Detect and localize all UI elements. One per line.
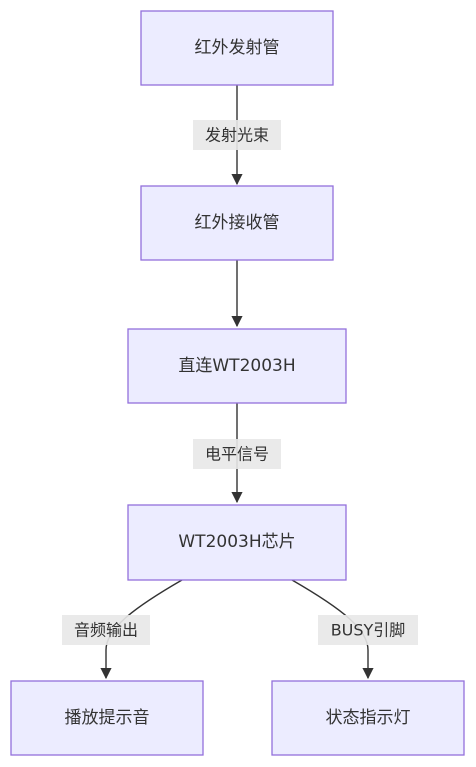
edge-label-text: 电平信号 bbox=[205, 445, 269, 464]
node-direct-wt2003h: 直连WT2003H bbox=[127, 328, 347, 404]
node-ir-receiver: 红外接收管 bbox=[140, 185, 334, 261]
edge-label-text: 发射光束 bbox=[205, 126, 269, 145]
node-play-sound: 播放提示音 bbox=[10, 680, 204, 756]
edge-label-emitter-to-receiver: 发射光束 bbox=[193, 120, 281, 150]
node-label: 红外接收管 bbox=[195, 213, 280, 233]
node-label: 直连WT2003H bbox=[178, 356, 295, 376]
node-label: 红外发射管 bbox=[195, 38, 280, 58]
edge-label-chip-to-sound: 音频输出 bbox=[62, 615, 150, 645]
nodes: 红外发射管 红外接收管 直连WT2003H WT2003H芯片 播放提示音 状态… bbox=[10, 10, 465, 756]
edge-label-text: BUSY引脚 bbox=[331, 621, 406, 640]
node-status-led: 状态指示灯 bbox=[271, 680, 465, 756]
edge-labels: 发射光束 电平信号 音频输出 BUSY引脚 bbox=[62, 120, 418, 645]
edge-label-chip-to-led: BUSY引脚 bbox=[318, 615, 418, 645]
node-label: 播放提示音 bbox=[65, 708, 150, 728]
node-label: 状态指示灯 bbox=[326, 708, 411, 728]
edge-label-direct-to-chip: 电平信号 bbox=[193, 439, 281, 469]
node-label: WT2003H芯片 bbox=[178, 532, 295, 552]
edge-label-text: 音频输出 bbox=[74, 621, 138, 640]
node-ir-emitter: 红外发射管 bbox=[140, 10, 334, 86]
node-wt2003h-chip: WT2003H芯片 bbox=[127, 504, 347, 581]
